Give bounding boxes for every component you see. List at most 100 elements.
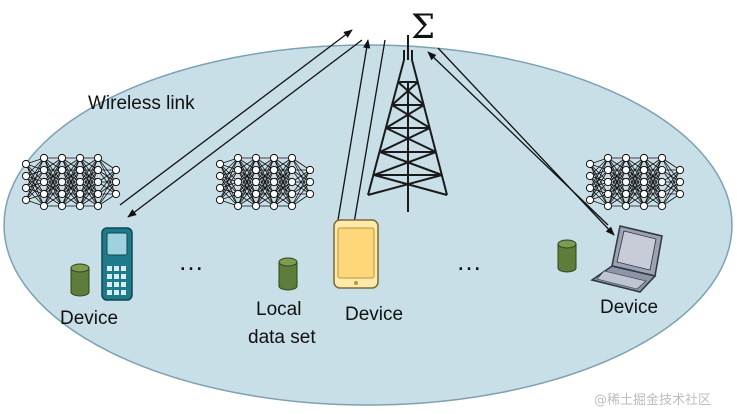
nn-node [251,189,261,199]
neural-network-icon [215,153,315,211]
nn-edge [43,157,63,195]
nn-node [657,201,667,211]
nn-edge [273,157,293,195]
nn-edge [237,157,257,207]
nn-edge [255,157,275,207]
nn-node [621,165,631,175]
nn-node [585,183,595,193]
nn-edge [219,157,239,189]
nn-node [585,171,595,181]
nn-node [251,153,261,163]
nn-node [657,177,667,187]
nn-edge [219,169,239,201]
nn-node [93,201,103,211]
nn-edge [25,157,45,177]
nn-node [657,153,667,163]
watermark: @稀土掘金技术社区 [594,392,711,408]
nn-edge [61,157,81,183]
device-label-left: Device [60,308,118,329]
nn-node [657,165,667,175]
nn-node [621,201,631,211]
nn-node [585,159,595,169]
nn-node [93,177,103,187]
nn-node [675,177,685,187]
database-body [278,261,298,291]
nn-edge [43,157,63,207]
nn-edge [607,181,627,207]
nn-node [215,183,225,193]
nn-edge [25,157,45,201]
database-lid [278,257,298,267]
nn-node [287,177,297,187]
nn-edge [79,157,99,207]
nn-node [603,165,613,175]
nn-edge [237,169,257,207]
nn-node [111,177,121,187]
database-lid [557,239,577,249]
nn-node [39,153,49,163]
neural-network-icon [21,153,121,211]
nn-node [287,189,297,199]
nn-edge [589,157,609,177]
ellipsis-left: … [178,246,206,276]
nn-edge [643,157,663,195]
nn-edge [643,157,663,207]
nn-node [639,189,649,199]
nn-node [75,177,85,187]
nn-edge [97,181,117,207]
nn-edge [273,157,293,207]
nn-edge [291,169,311,195]
nn-node [305,165,315,175]
nn-edge [273,169,293,207]
nn-edge [79,181,99,207]
nn-node [111,165,121,175]
device-label-middle: Device [345,304,403,325]
nn-node [269,153,279,163]
nn-node [603,189,613,199]
nn-node [251,177,261,187]
laptop-icon [590,225,663,293]
nn-edge [607,157,627,195]
nn-edge [255,157,275,195]
nn-node [603,201,613,211]
nn-node [39,177,49,187]
nn-edge [237,181,257,207]
smartphone-icon [333,219,379,289]
nn-node [21,159,31,169]
nn-edge [97,169,117,207]
nn-edge [273,181,293,207]
nn-node [269,165,279,175]
nn-node [75,153,85,163]
nn-edge [61,181,81,207]
nn-node [603,177,613,187]
nn-edge [589,169,609,201]
nn-node [93,189,103,199]
nn-node [57,177,67,187]
nn-edge [661,169,681,195]
database-icon [557,239,577,273]
nn-node [39,165,49,175]
nn-edge [79,157,99,195]
nn-node [233,189,243,199]
nn-edge [43,157,63,183]
nn-node [75,165,85,175]
nn-edge [219,181,239,201]
nn-node [621,189,631,199]
nn-node [287,201,297,211]
nn-edge [43,181,63,207]
nn-node [675,189,685,199]
nn-node [675,165,685,175]
nn-edge [61,169,81,207]
nn-edge [625,157,645,207]
database-lid [70,263,90,273]
nn-node [269,177,279,187]
nn-edge [291,181,311,207]
nn-node [75,201,85,211]
nn-edge [237,157,257,183]
nn-edge [25,181,45,201]
nn-edge [79,169,99,207]
local-data-set-label-line2: data set [248,327,316,348]
nn-node [57,201,67,211]
nn-node [287,165,297,175]
